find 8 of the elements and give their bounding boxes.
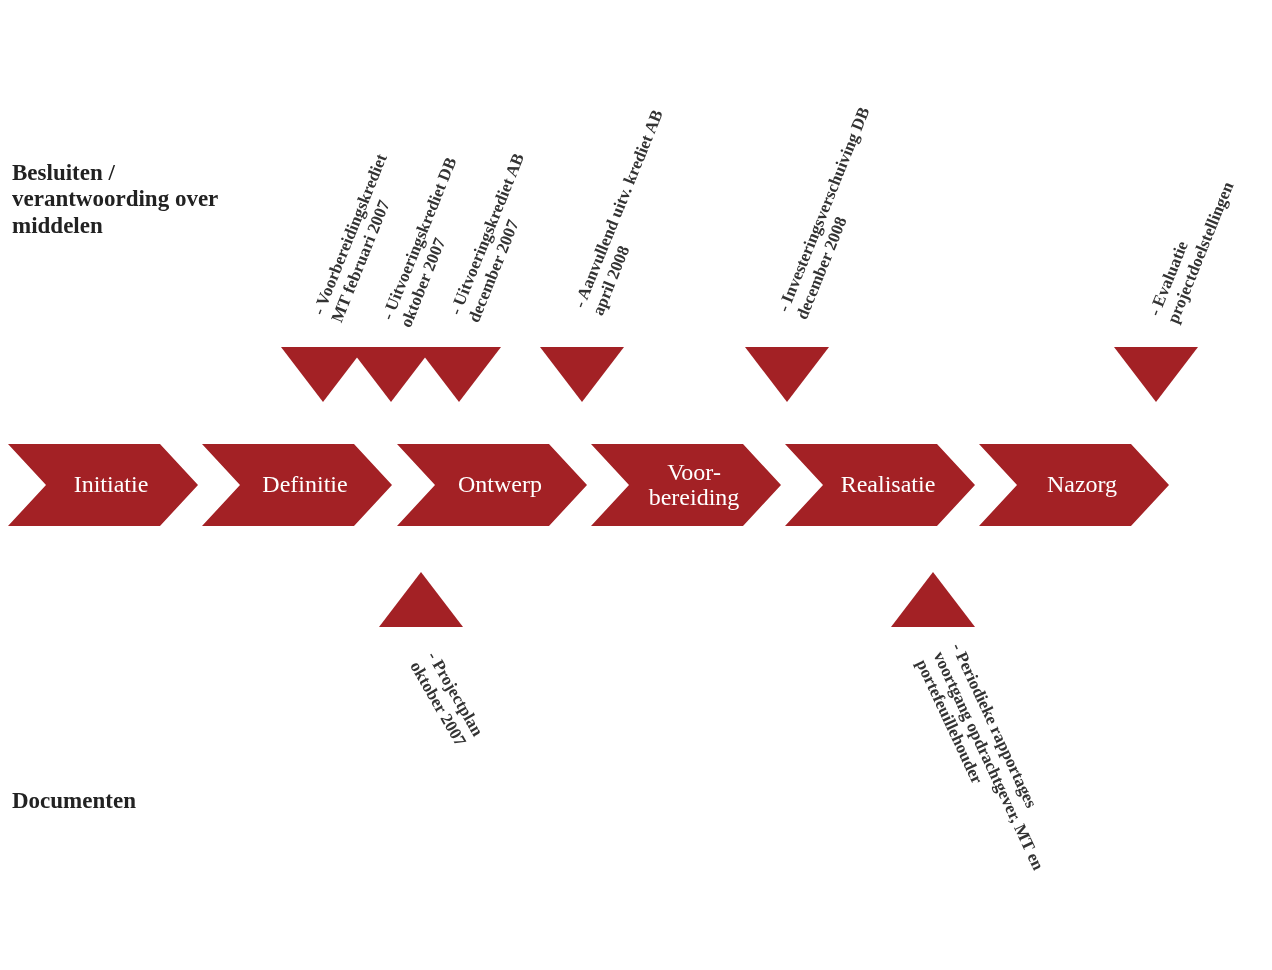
phase-label: Realisatie: [839, 472, 937, 498]
phase-label: Ontwerp: [457, 472, 543, 498]
phase-label: Nazorg: [1045, 472, 1119, 498]
row-heading: Besluiten / verantwoording over middelen: [12, 160, 219, 240]
phase-label: Definitie: [261, 472, 349, 498]
row-heading: Documenten: [12, 788, 137, 815]
phase-label: Voor- bereiding: [647, 459, 741, 511]
phase-label: Initiatie: [72, 472, 150, 498]
